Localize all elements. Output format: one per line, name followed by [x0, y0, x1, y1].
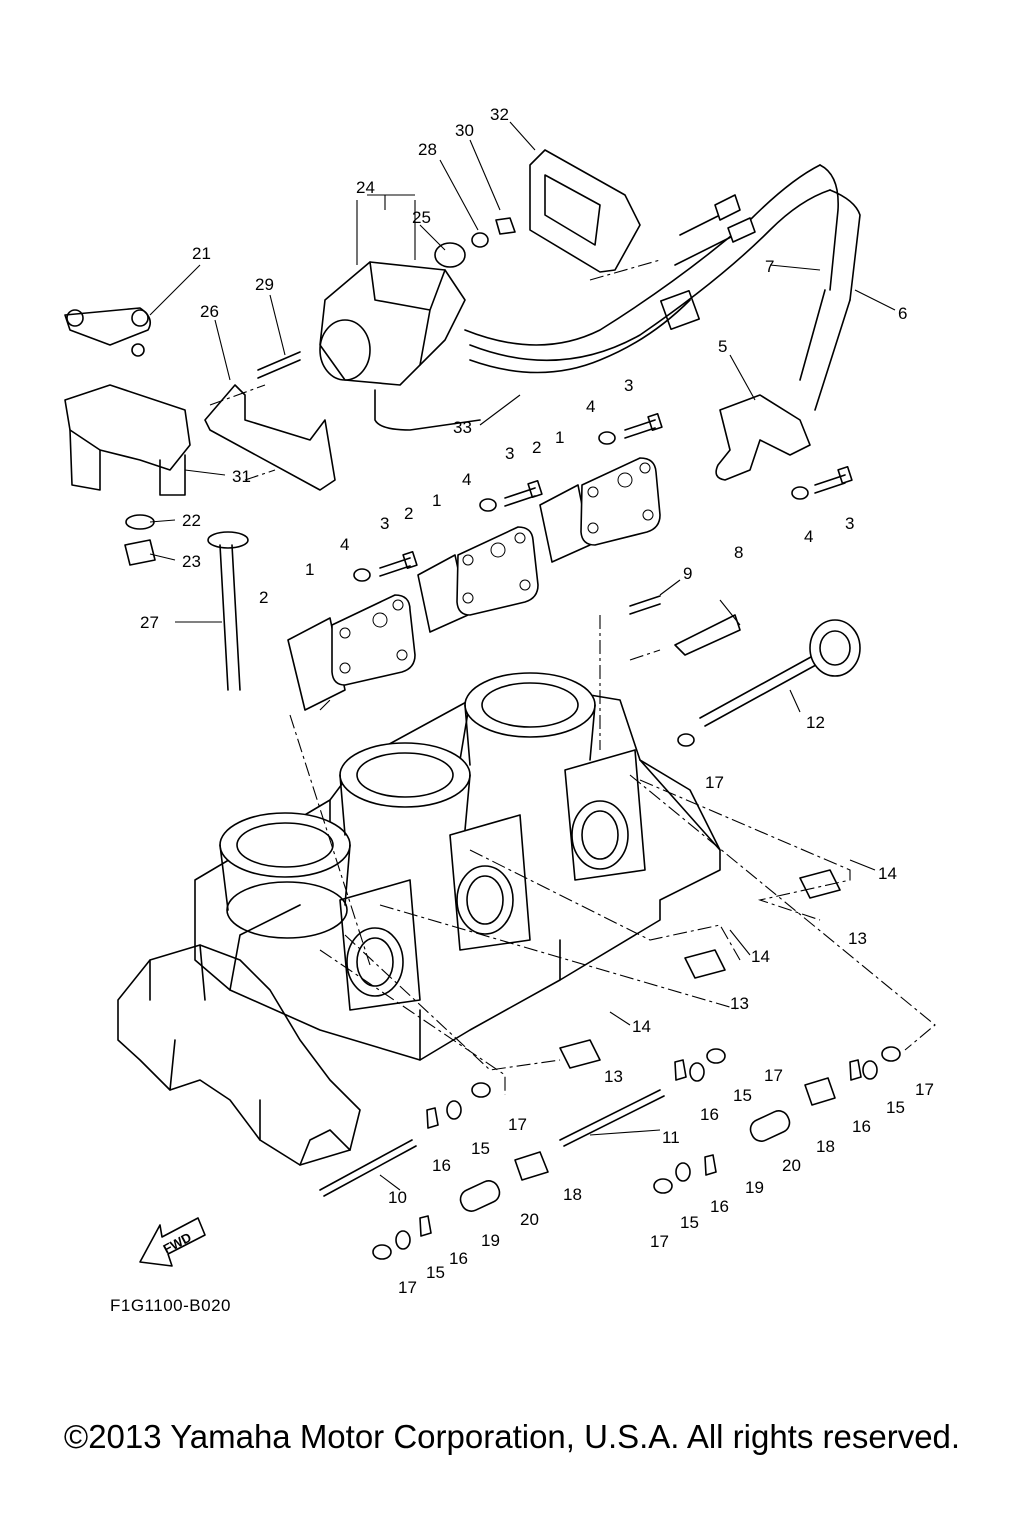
callout-label: 1: [555, 428, 564, 447]
callout-label: 28: [418, 140, 437, 159]
callout-label: 14: [878, 864, 897, 883]
reed-valve-assemblies: [287, 457, 661, 711]
fwd-arrow-icon: FWD: [139, 1217, 206, 1267]
callout-label: 13: [848, 929, 867, 948]
callout-label: 32: [490, 105, 509, 124]
electrical-box: [319, 261, 481, 431]
callout-label: 16: [449, 1249, 468, 1268]
cylinder-block: [117, 672, 721, 1166]
callout-label: 16: [710, 1197, 729, 1216]
callout-label: 15: [426, 1263, 445, 1282]
callout-label: 30: [455, 121, 474, 140]
callout-label: 18: [816, 1137, 835, 1156]
cable-harness: [464, 164, 861, 411]
callout-label: 16: [432, 1156, 451, 1175]
callout-label: 4: [462, 470, 471, 489]
callout-label: 13: [604, 1067, 623, 1086]
callout-label: 17: [764, 1066, 783, 1085]
callout-label: 15: [886, 1098, 905, 1117]
screws-and-washers: [353, 412, 853, 582]
callout-label: 17: [705, 773, 724, 792]
callout-label: 15: [733, 1086, 752, 1105]
callout-label: 5: [718, 337, 727, 356]
callout-label: 14: [632, 1017, 651, 1036]
callout-label: 12: [806, 713, 825, 732]
shaft-12-and-sensor-8: [629, 595, 861, 747]
callout-label: 10: [388, 1188, 407, 1207]
leader-lines: [149, 121, 896, 1191]
callout-label: 33: [453, 418, 472, 437]
callout-label: 25: [412, 208, 431, 227]
callout-label: 3: [505, 444, 514, 463]
callout-label: 14: [751, 947, 770, 966]
intake-ports: [339, 749, 646, 1011]
reference-lines: [209, 259, 936, 1095]
callout-label: 4: [586, 397, 595, 416]
callout-label: 9: [683, 564, 692, 583]
callout-label: 23: [182, 552, 201, 571]
callout-label: 4: [340, 535, 349, 554]
callout-label: 29: [255, 275, 274, 294]
throttle-linkage-parts: [319, 869, 901, 1260]
callout-label: 24: [356, 178, 375, 197]
small-upper-parts: [64, 149, 641, 691]
callout-label: 2: [532, 438, 541, 457]
callout-label: 19: [745, 1178, 764, 1197]
callout-label: 31: [232, 467, 251, 486]
callout-label: 3: [380, 514, 389, 533]
fwd-label: FWD: [161, 1229, 194, 1256]
callout-label: 15: [471, 1139, 490, 1158]
callout-label: 15: [680, 1213, 699, 1232]
callout-label: 1: [432, 491, 441, 510]
callout-label: 11: [662, 1128, 680, 1147]
callout-label: 17: [650, 1232, 669, 1251]
bracket-5: [715, 394, 811, 481]
callout-label: 22: [182, 511, 201, 530]
callout-label: 17: [508, 1115, 527, 1134]
callout-label: 16: [852, 1117, 871, 1136]
callout-label: 3: [845, 514, 854, 533]
callout-label: 20: [520, 1210, 539, 1229]
callout-label: 1: [305, 560, 314, 579]
callout-label: 16: [700, 1105, 719, 1124]
callout-label: 18: [563, 1185, 582, 1204]
callout-label: 6: [898, 304, 907, 323]
callout-label: 26: [200, 302, 219, 321]
copyright-notice: ©2013 Yamaha Motor Corporation, U.S.A. A…: [63, 1418, 961, 1455]
callout-label: 8: [734, 543, 743, 562]
callout-label: 4: [804, 527, 813, 546]
callout-label: 3: [624, 376, 633, 395]
callout-label: 7: [765, 257, 774, 276]
callout-label: 27: [140, 613, 159, 632]
callout-labels: 1 1 1 2 2 2 3 3 3 3 4 4 4 4 5 6 7 8 9 10…: [140, 105, 934, 1297]
callout-label: 17: [398, 1278, 417, 1297]
callout-label: 19: [481, 1231, 500, 1250]
callout-label: 13: [730, 994, 749, 1013]
callout-label: 20: [782, 1156, 801, 1175]
callout-label: 17: [915, 1080, 934, 1099]
callout-label: 21: [192, 244, 211, 263]
callout-label: 2: [404, 504, 413, 523]
callout-label: 2: [259, 588, 268, 607]
drawing-code: F1G1100-B020: [110, 1296, 231, 1315]
